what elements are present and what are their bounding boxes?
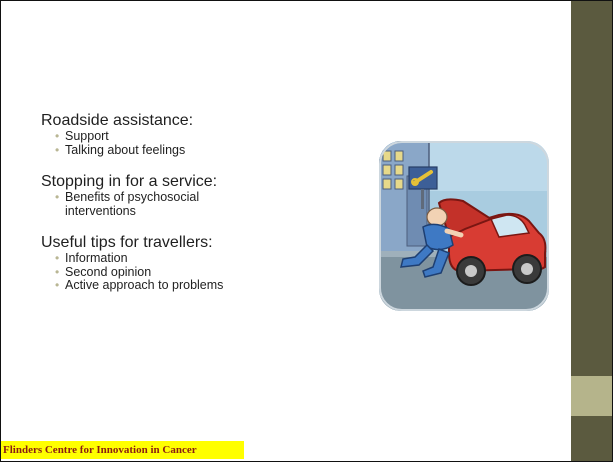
bullet-item: Second opinion <box>55 265 341 280</box>
bullet-item: Active approach to problems <box>55 278 341 293</box>
section-useful-tips: Useful tips for travellers: Information … <box>41 233 341 293</box>
bullet-item: Talking about feelings <box>55 143 341 158</box>
bullet-list: Information Second opinion Active approa… <box>55 251 341 293</box>
bullet-item: Benefits of psychosocial interventions <box>55 190 215 218</box>
section-heading: Stopping in for a service: <box>41 173 218 190</box>
section-heading: Roadside assistance: <box>41 112 194 129</box>
bullet-list: Support Talking about feelings <box>55 129 341 158</box>
bullet-item: Information <box>55 251 341 266</box>
bullet-item: Support <box>55 129 341 144</box>
section-roadside-assistance: Roadside assistance: Support Talking abo… <box>41 111 341 157</box>
mechanic-car-illustration <box>379 141 549 311</box>
right-accent-block <box>571 376 612 416</box>
section-heading: Useful tips for travellers: <box>41 234 213 251</box>
footer-organization-label: Flinders Centre for Innovation in Cancer <box>1 441 244 459</box>
section-stopping-in: Stopping in for a service: Benefits of p… <box>41 172 341 218</box>
slide-content: Roadside assistance: Support Talking abo… <box>41 111 341 308</box>
bullet-list: Benefits of psychosocial interventions <box>55 190 341 218</box>
